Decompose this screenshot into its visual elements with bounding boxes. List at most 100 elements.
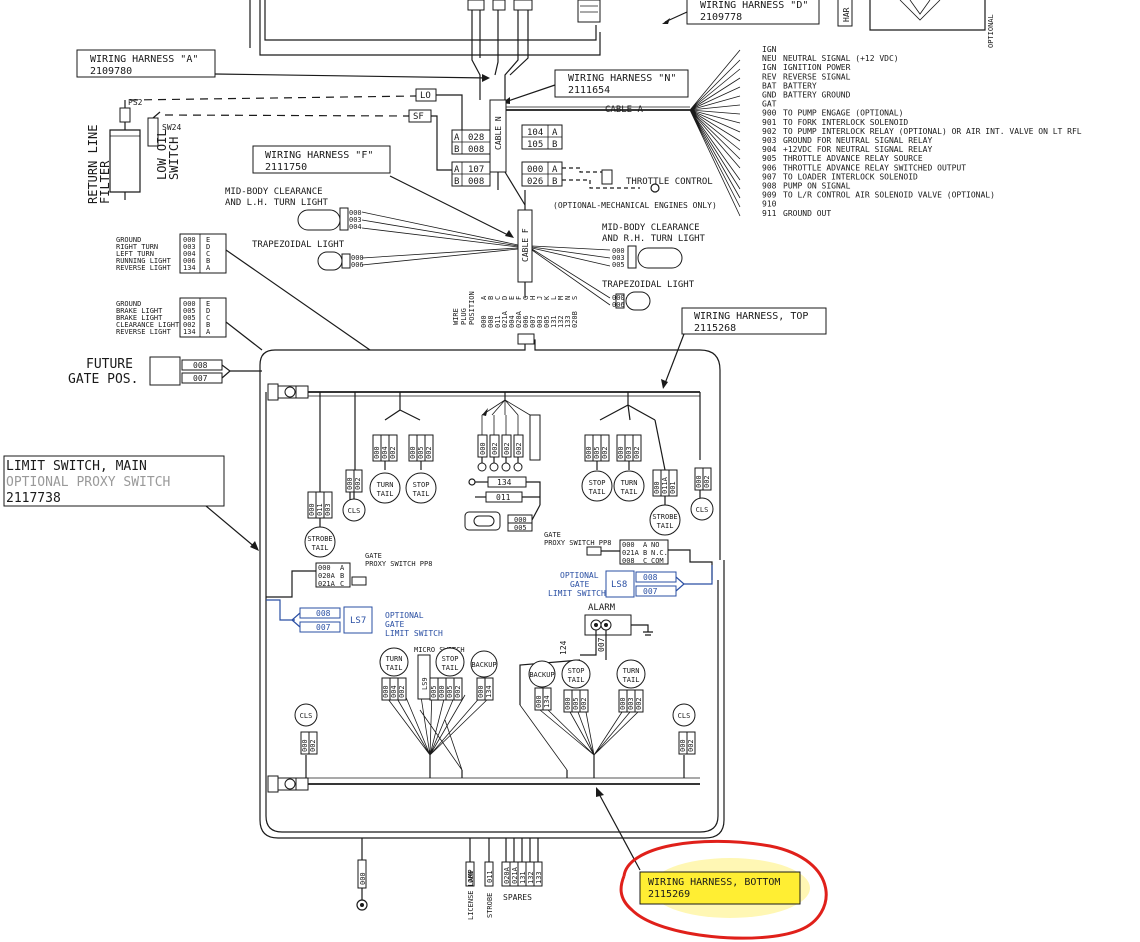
signal-desc: BATTERY [783,81,817,90]
plug-wire: 006 [522,315,530,328]
limit-switch-number: 2117738 [6,491,61,506]
plug-position: K [543,295,551,300]
stop-tail-light-label: TAIL [568,676,585,684]
legend-wire: 004 [183,250,196,258]
cable-n-label: CABLE N [494,116,503,150]
alarm-to-fan [519,659,581,705]
cls-light [342,498,366,522]
signal-code: 911 [762,209,777,218]
future-gate-box [149,356,181,386]
wire-plug [308,731,318,755]
harness-n-title: WIRING HARNESS "N" [568,73,676,84]
wire-plug-label: 000 [409,446,417,459]
svg-text:007: 007 [643,587,658,596]
signal-code: IGN [762,63,777,72]
harness-a-leader [214,73,489,79]
limit-switch-leader [205,505,257,549]
lo-wire [436,94,463,135]
harness-bottom-box [639,871,801,905]
signal-desc: IGNITION POWER [783,63,851,72]
signal-desc: TO L/R CONTROL AIR SOLENOID VALVE (OPTIO… [783,191,995,200]
proxy-pin: A [643,541,648,549]
ls8-label-1: OPTIONAL [560,571,599,580]
license-lamp-wire: 006 LICENSE LAMP [465,838,475,920]
plug-position: J [536,296,544,300]
spares-label: SPARES [503,893,532,902]
plug-position: A [480,295,488,300]
wire-plug-label: 002 [309,739,317,752]
wire-plug-label: 002 [703,475,711,488]
plug-position: S [571,296,579,300]
svg-text:000: 000 [612,247,625,255]
plug-position: G [522,296,530,300]
wire-plug-label: 003 [625,446,633,459]
signal-desc: GROUND FOR NEUTRAL SIGNAL RELAY [783,136,932,145]
harness-n-number: 2111654 [568,85,610,96]
plug-wire: 007 [529,315,537,328]
legend-pin: A [206,264,211,272]
legend-wire: 000 [183,236,196,244]
wire-plug-label: 000 [564,697,572,710]
strobe-wire: 011 STROBE [484,838,494,918]
proxy-pin: A [340,564,345,572]
backup-light-label: BACKUP [529,671,554,679]
wire-plug [686,731,696,755]
backup-light-label: BACKUP [471,661,496,669]
svg-text:008: 008 [193,361,208,370]
bottom-left-fan [384,689,493,771]
ls9-box [417,654,431,700]
harness-f-title: WIRING HARNESS "F" [265,150,373,161]
svg-text:LS8: LS8 [611,580,627,590]
legend-pin: E [206,236,210,244]
trap-left-wires [361,247,519,266]
sw24-label: SW24 [162,123,181,132]
cable-f-label: CABLE F [521,228,530,262]
spare-label: 132 [527,871,535,884]
plug-wire: 003 [536,315,544,328]
signal-code: IGN [762,45,777,54]
plug-wire: 131 [550,315,558,328]
wire-plug-label: 002 [687,739,695,752]
wire-plug-label: 003 [324,503,332,516]
legend-pin: B [206,321,210,329]
wire-plug [632,434,642,462]
signal-code: 901 [762,118,777,127]
wire-plug-label: 000 [477,685,485,698]
mid-body-rh-2: AND R.H. TURN LIGHT [602,234,706,244]
cls-light [294,703,318,727]
plug-wire: 005 [543,315,551,328]
svg-text:000: 000 [359,872,367,885]
plug-wire: 011 [494,315,502,328]
lh-turn-light [297,209,341,231]
legend-name: BRAKE LIGHT [116,314,163,322]
wire-plug-label: 002 [389,446,397,459]
signal-code: 909 [762,191,777,200]
wire-plug-label: 005 [430,685,438,698]
return-line-label-1: RETURN LINE [86,125,100,204]
legend-wire: 134 [183,264,196,272]
plug-position: F [515,296,523,300]
svg-text:003: 003 [612,254,625,262]
bundle-3 [494,0,499,76]
svg-text:B: B [552,177,557,187]
trap-left-plug: 000 006 [341,253,364,269]
harness-top-title: WIRING HARNESS, TOP [694,311,808,322]
wire-plug-label: 005 [593,446,601,459]
trap-left-light [317,251,343,271]
bottom-bus-drops [305,755,685,778]
wire-plug-label: 001 [669,481,677,494]
svg-text:GATE: GATE [385,620,404,629]
future-label: FUTURE [86,357,133,372]
wire-plug-label: 000 [585,446,593,459]
turn-tail-light-label: TURN [386,655,403,663]
proxy-pin: C [643,557,647,565]
proxy-wire: 000 [318,564,331,572]
wire-plug [702,467,712,491]
proxy-top-body [586,546,602,556]
proxy-func: NO [651,541,659,549]
wire-plug [542,687,552,711]
